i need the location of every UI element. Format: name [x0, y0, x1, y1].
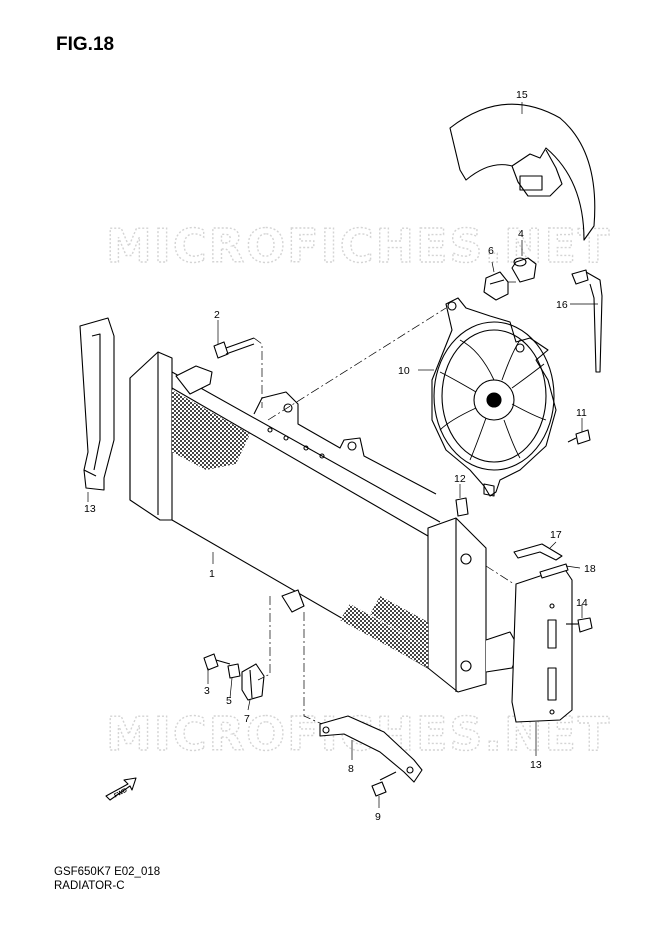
callout-18: 18 [584, 563, 596, 575]
pad-18 [539, 563, 569, 579]
cooling-fan [431, 297, 557, 497]
screw-14 [566, 617, 593, 633]
callout-3: 3 [204, 685, 210, 697]
bolt-3 [203, 653, 231, 671]
pad-17 [513, 543, 563, 561]
bolt-2 [213, 337, 255, 359]
bolt-9 [371, 771, 397, 797]
callout-4: 4 [518, 228, 524, 240]
callout-11: 11 [576, 407, 587, 419]
collar-5 [227, 663, 241, 679]
callout-1: 1 [209, 568, 215, 580]
callout-13-right: 13 [530, 759, 542, 771]
figure-name: RADIATOR-C [54, 880, 125, 892]
callout-14: 14 [576, 597, 588, 609]
clamp-16 [571, 269, 603, 373]
callout-13-left: 13 [84, 503, 96, 515]
grommet-4 [511, 257, 537, 283]
callout-9: 9 [375, 811, 381, 823]
figure-code: GSF650K7 E02_018 [54, 866, 161, 878]
side-cover-right [511, 567, 573, 723]
cushion-7 [241, 663, 265, 701]
bolt-11 [567, 429, 591, 445]
forward-label: FWD [114, 787, 129, 799]
figure-title: FIG.18 [56, 34, 115, 55]
callout-8: 8 [348, 763, 354, 775]
nut-clip-12 [455, 497, 469, 517]
callout-5: 5 [226, 695, 232, 707]
side-cover-left [79, 317, 115, 491]
forward-arrow-icon [105, 777, 137, 801]
bracket-8 [319, 715, 423, 783]
callout-7: 7 [244, 713, 250, 725]
callout-12: 12 [454, 473, 466, 485]
cushion-6 [483, 271, 509, 301]
callout-16: 16 [556, 299, 568, 311]
callout-15: 15 [516, 89, 528, 101]
radiator-core [129, 351, 521, 693]
callout-17: 17 [550, 529, 562, 541]
fan-shroud [449, 103, 596, 241]
callout-6: 6 [488, 245, 494, 257]
callout-10: 10 [398, 365, 410, 377]
callout-2: 2 [214, 309, 220, 321]
